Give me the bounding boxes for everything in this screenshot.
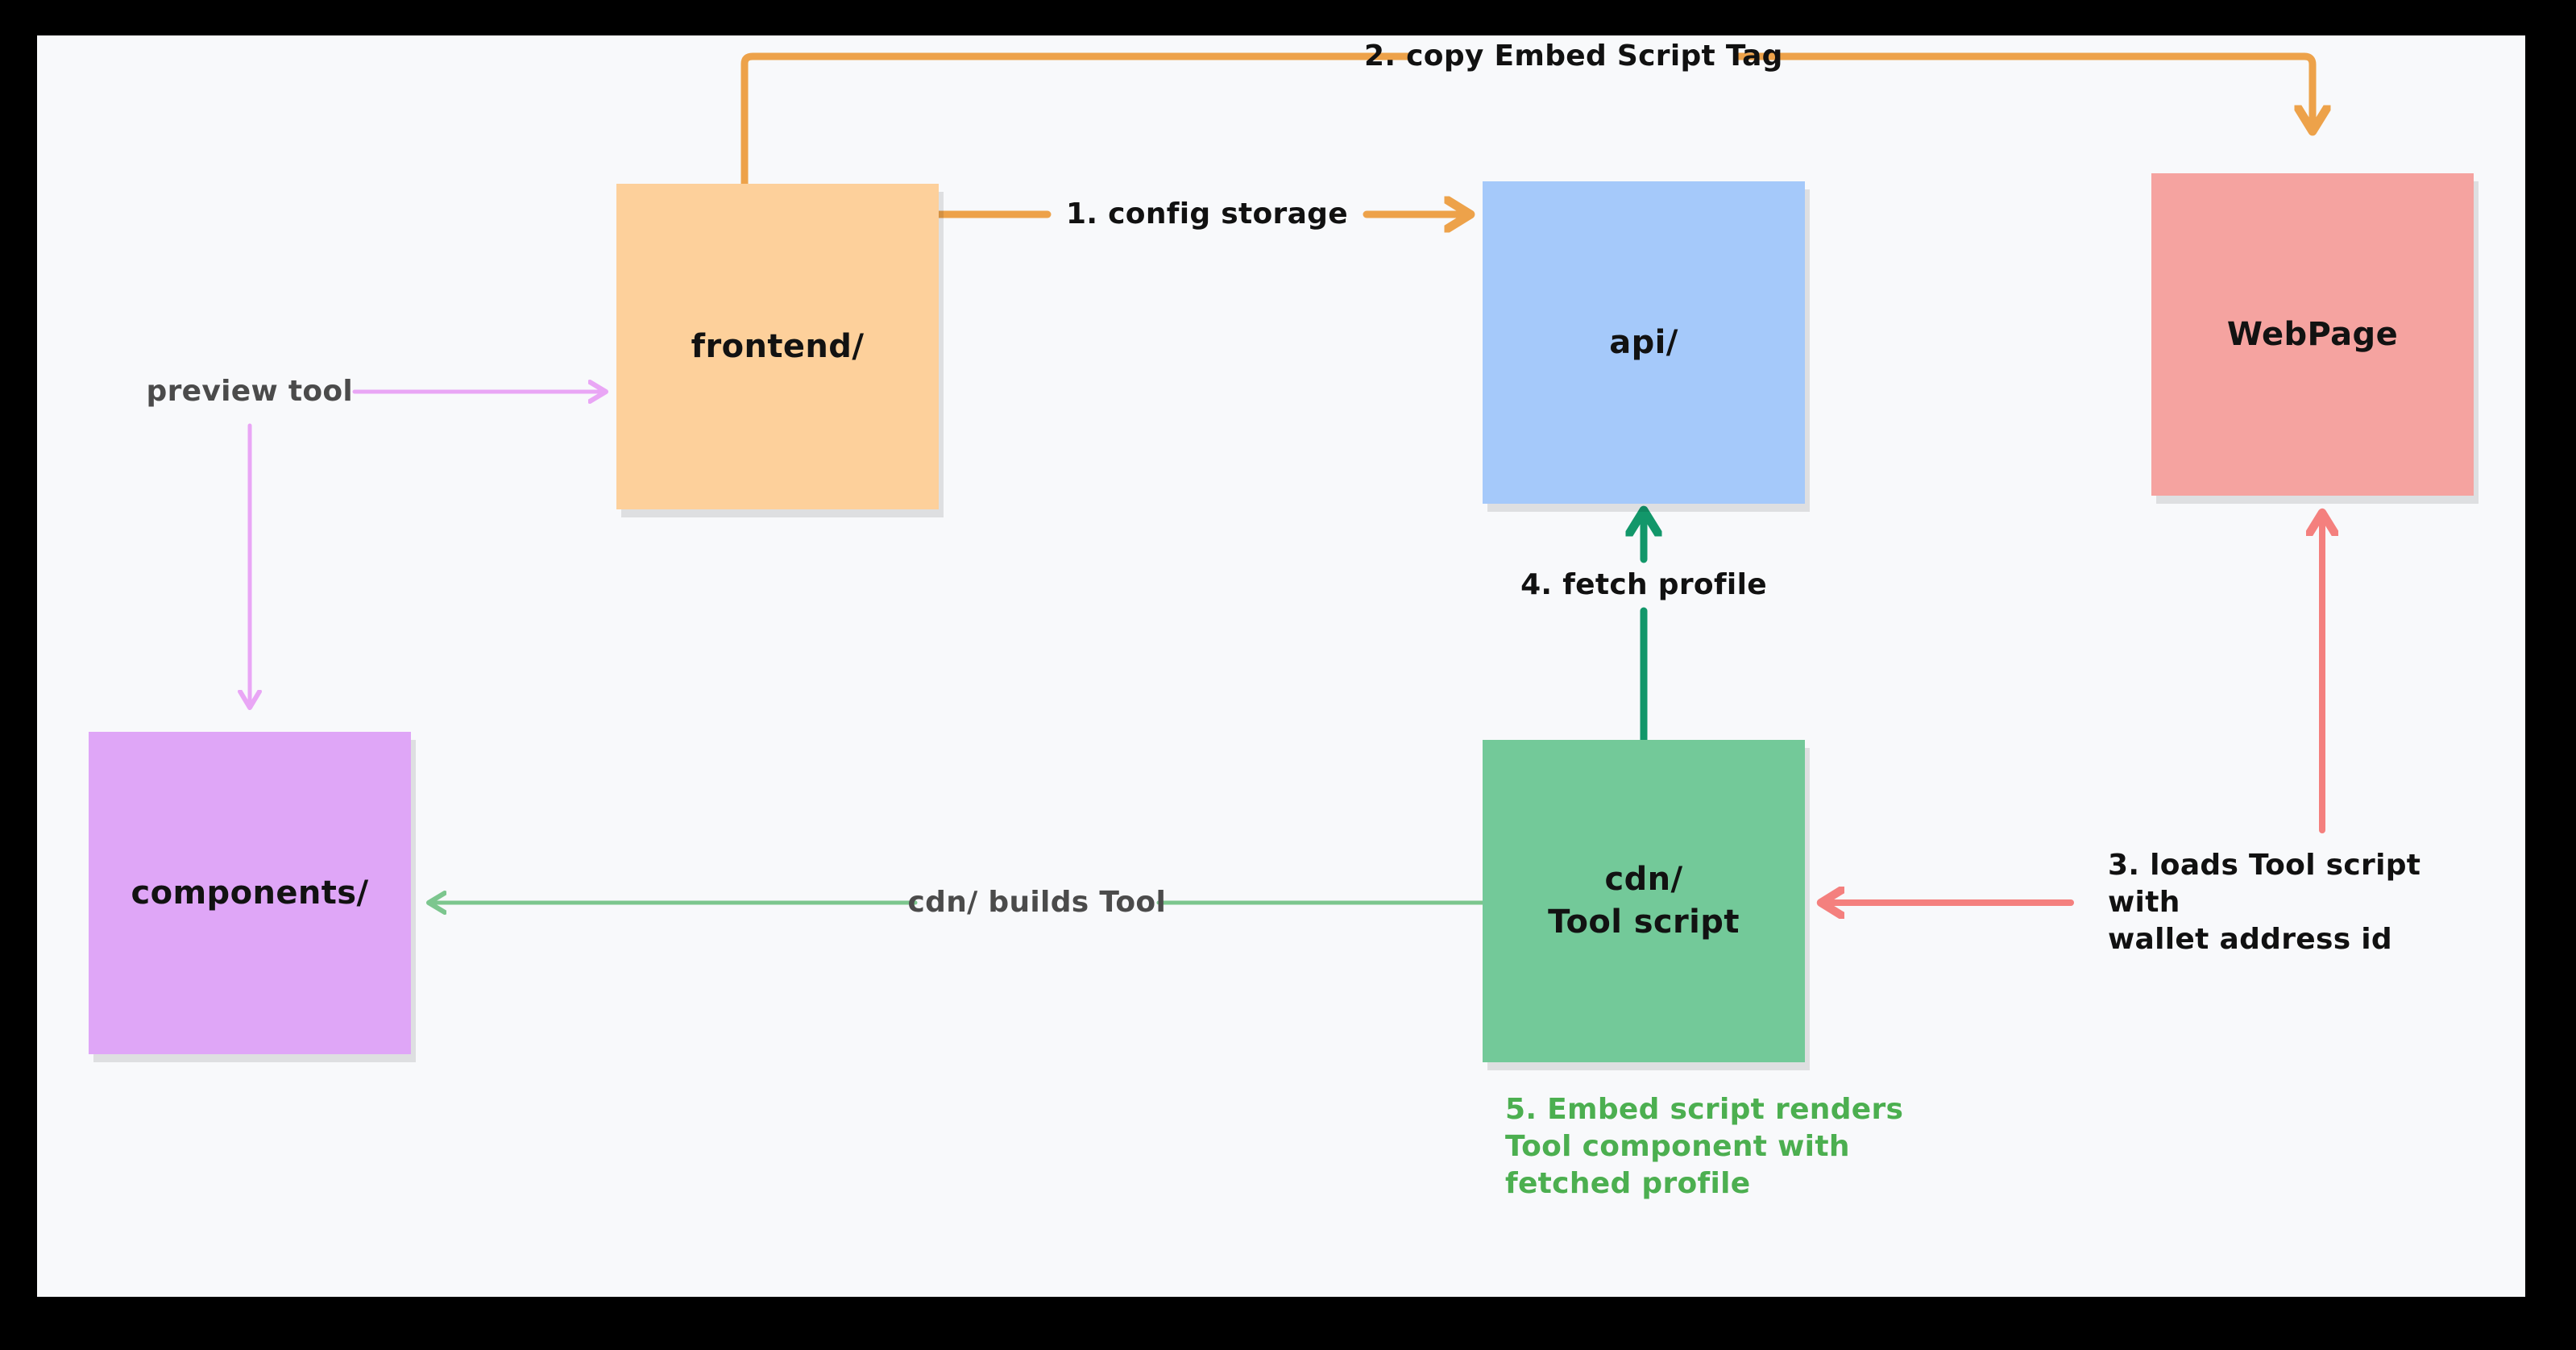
node-components[interactable]: components/: [89, 732, 411, 1054]
edge-label-config-storage: 1. config storage: [1066, 197, 1348, 231]
node-webpage[interactable]: WebPage: [2151, 173, 2474, 496]
node-api[interactable]: api/: [1483, 181, 1805, 504]
edge-preview-tool: [250, 392, 601, 703]
node-webpage-label: WebPage: [2226, 315, 2399, 353]
node-components-label: components/: [131, 874, 369, 912]
edge-label-preview-tool: preview tool: [146, 375, 354, 408]
node-frontend-label: frontend/: [691, 327, 865, 365]
annotation-embed-renders: 5. Embed script renders Tool component w…: [1505, 1093, 1904, 1201]
diagram-canvas: frontend/ api/ WebPage components/ cdn/ …: [37, 35, 2525, 1297]
edge-copy-embed: [740, 52, 2313, 188]
edge-label-fetch-profile: 4. fetch profile: [1520, 568, 1767, 601]
edge-label-cdn-builds-tool: cdn/ builds Tool: [907, 886, 1167, 919]
node-frontend[interactable]: frontend/: [616, 184, 939, 509]
edge-label-copy-embed: 2. copy Embed Script Tag: [1364, 39, 1783, 73]
node-api-label: api/: [1609, 323, 1678, 361]
edge-label-loads-tool-script: 3. loads Tool script with wallet address…: [2108, 849, 2421, 957]
node-cdn-label: cdn/ Tool script: [1548, 861, 1740, 941]
node-cdn[interactable]: cdn/ Tool script: [1483, 740, 1805, 1062]
